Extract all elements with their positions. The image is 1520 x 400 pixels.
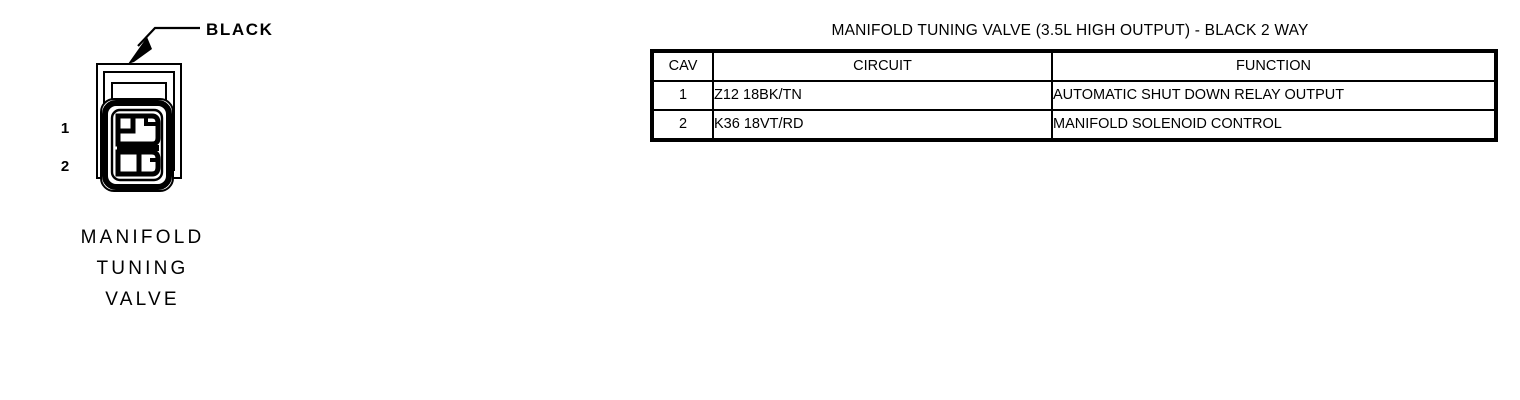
row-1-circuit: Z12 18BK/TN xyxy=(712,80,1053,111)
cavity-table-block: MANIFOLD TUNING VALVE (3.5L HIGH OUTPUT)… xyxy=(650,22,1498,142)
table-header-row: CAV CIRCUIT FUNCTION xyxy=(651,50,1497,82)
pin-number-2: 2 xyxy=(60,158,70,175)
table-title: MANIFOLD TUNING VALVE (3.5L HIGH OUTPUT)… xyxy=(831,22,1309,39)
connector-caption-line-2: TUNING xyxy=(96,258,189,279)
connector-figure: BLACK 1 2 MANIFOLD TUNING VALVE xyxy=(0,0,330,330)
header-cav: CAV xyxy=(651,50,714,82)
cavity-table: CAV CIRCUIT FUNCTION 1 Z12 18BK/TN AUTOM… xyxy=(650,49,1498,142)
row-2-circuit: K36 18VT/RD xyxy=(712,109,1053,141)
header-function: FUNCTION xyxy=(1051,50,1497,82)
header-circuit: CIRCUIT xyxy=(712,50,1053,82)
terminal-cavity-2 xyxy=(115,149,161,177)
pin-number-1: 1 xyxy=(60,120,70,137)
callout-arrowhead xyxy=(128,37,152,64)
terminal-cavity-1 xyxy=(115,113,161,147)
connector-caption-line-3: VALVE xyxy=(105,289,180,310)
callout-leader-line xyxy=(137,26,200,47)
row-2-cav: 2 xyxy=(651,109,714,141)
connector-caption-line-1: MANIFOLD xyxy=(80,227,205,248)
row-1-function: AUTOMATIC SHUT DOWN RELAY OUTPUT xyxy=(1051,80,1497,111)
row-1-cav: 1 xyxy=(651,80,714,111)
table-row: 2 K36 18VT/RD MANIFOLD SOLENOID CONTROL xyxy=(651,109,1497,141)
callout-label-black: BLACK xyxy=(206,20,274,39)
terminal-divider xyxy=(117,145,159,151)
table-row: 1 Z12 18BK/TN AUTOMATIC SHUT DOWN RELAY … xyxy=(651,80,1497,111)
row-2-function: MANIFOLD SOLENOID CONTROL xyxy=(1051,109,1497,141)
connector-drawing xyxy=(96,26,200,192)
connector-caption: MANIFOLD TUNING VALVE xyxy=(40,222,245,315)
